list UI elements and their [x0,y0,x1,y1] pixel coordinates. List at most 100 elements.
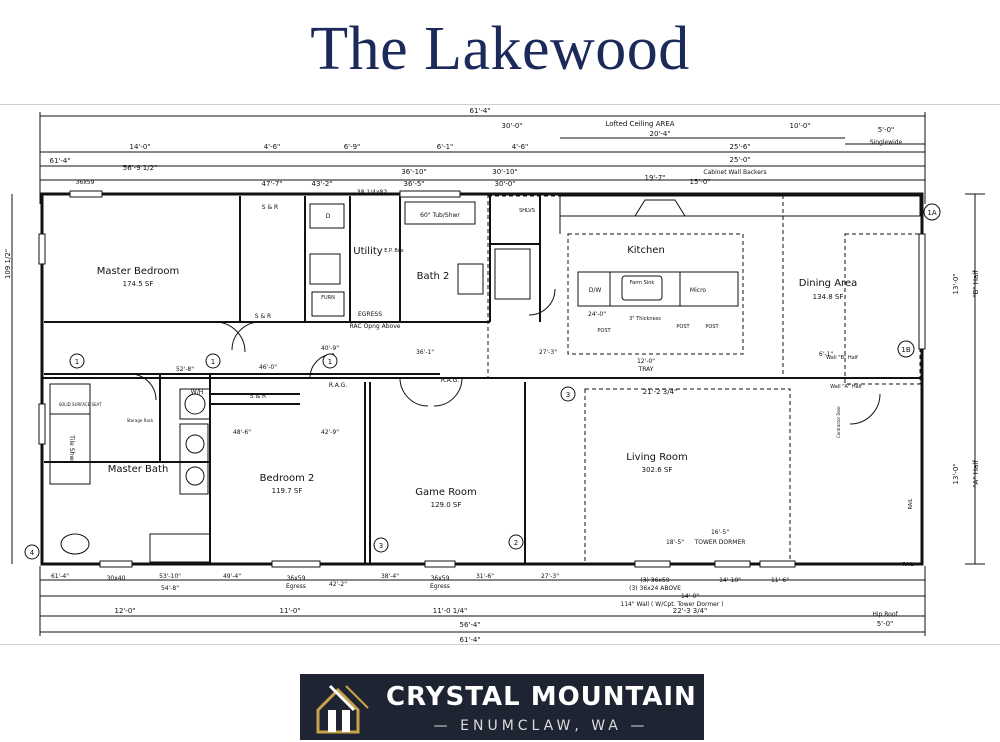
note-farm-sink: Farm Sink [630,280,655,286]
marker-3b-label: 3 [566,391,570,399]
label-b-half: "B" Half [972,270,980,298]
room-dining-name: Dining Area [799,278,857,289]
note-rail-2: RAIL [908,498,914,509]
note-s-r-3: S & R [250,393,266,400]
dim-bot-54-8: 54'-8" [161,585,179,592]
note-40-9: 40'-9" [321,345,339,352]
dim-30-0-b: 30'-0" [494,180,515,188]
dim-11-0-14: 11'-0 1/4" [433,607,468,615]
dim-6-1: 6'-1" [437,143,454,151]
note-win-36x59-a: 36x59 [287,575,306,582]
note-rag-2: R.A.G. [441,377,459,384]
floor-plan: Master Bedroom 174.5 SF Utility Bath 2 K… [4,107,985,644]
room-living-room-name: Living Room [626,452,687,463]
dim-11-0: 11'-0" [279,607,300,615]
note-tub: 60" Tub/Shwr [420,212,460,219]
dim-4-6-b: 4'-6" [512,143,529,151]
room-bedroom2-area: 119.7 SF [272,487,303,495]
dim-5-0-b: 5'-0" [877,620,894,628]
note-hip-roof: Hip Roof [872,611,898,618]
dim-30-0: 30'-0" [501,122,522,130]
note-27-3: 27'-3" [539,349,557,356]
bottom-divider [0,644,1000,645]
note-solid-surface: SOLID SURFACE SEAT [59,402,102,407]
note-tray: TRAY [638,366,654,373]
note-tile-shwr: Tile Shwr [68,434,75,463]
logo-place: — ENUMCLAW, WA — [433,718,649,734]
logo-name: CRYSTAL MOUNTAIN MHC [386,682,777,712]
room-game-room-name: Game Room [415,487,476,498]
note-24-0: 24'-0" [588,311,606,318]
note-36-1: 36'-1" [416,349,434,356]
note-tower: TOWER DORMER [694,539,746,546]
dim-10-0: 10'-0" [789,122,810,130]
room-master-bath-name: Master Bath [108,464,169,475]
logo-mark-icon [316,684,369,734]
note-42-9: 42'-9" [321,429,339,436]
dim-bot-14-0: 14'-0" [681,593,699,600]
dim-12-0: 12'-0" [114,607,135,615]
note-egress: EGRESS [358,311,382,318]
room-dining-area: 134.8 SF [813,293,844,301]
note-egress-2: Egress [286,583,306,590]
dim-bot-49-4: 49'-4" [223,573,241,580]
top-divider [0,104,1000,105]
dim-bot-31-6: 31'-6" [476,573,494,580]
dim-overall-bottom: 61'-4" [459,636,480,644]
note-wall-b-half: Wall "B" Half [826,355,858,361]
dim-bot-11-6: 11'-6" [771,577,789,584]
marker-1b [897,340,915,358]
marker-1-label-c: 1 [328,358,332,366]
dim-left-109: 109 1/2" [4,249,12,279]
crystal-mountain-logo: CRYSTAL MOUNTAIN MHC — ENUMCLAW, WA — [300,674,776,740]
dim-right-13-0-b: 13'-0" [952,463,960,484]
room-bedroom2-name: Bedroom 2 [260,473,315,484]
note-furn: FURN [321,295,335,301]
dim-47-7: 47'-7" [261,180,282,188]
note-d: D [326,213,331,220]
note-shlvs: SHLVS [519,208,535,214]
note-window-36x59: (3) 36x59 [640,577,669,584]
room-bath2-name: Bath 2 [417,271,450,282]
dim-25-6: 25'-6" [729,143,750,151]
dim-20-4: 20'-4" [649,130,670,138]
dim-25-0: 25'-0" [729,156,750,164]
note-egress-3: Egress [430,583,450,590]
dim-bot-38-4: 38'-4" [381,573,399,580]
dim-30-10: 30'-10" [492,168,517,176]
note-singlewide: Singlewide [870,139,903,146]
note-48-6: 48'-6" [233,429,251,436]
note-s-r-2: S & R [255,313,271,320]
note-win-38-x82: 38 1/4x82 [357,189,388,196]
room-master-bedroom-name: Master Bedroom [97,266,180,277]
dim-bot-14-10: 14'-10" [719,577,741,584]
dim-bot-53-10: 53'-10" [159,573,181,580]
marker-3-label: 3 [379,542,383,550]
note-win-30x40: 30x40 [107,575,126,582]
note-dw: D/W [589,287,602,294]
dim-36-5: 36'-5" [403,180,424,188]
note-wall-a-half: Wall "A" Half [830,384,862,390]
note-tray-dim: 12'-0" [637,358,655,365]
note-liv-dim: 21'-2 3/4" [643,388,678,396]
marker-4-label: 4 [30,549,35,557]
note-wh: W/H [191,389,203,396]
room-utility-name: Utility [353,246,382,257]
note-52-8: 52'-8" [176,366,194,373]
dim-15-0: 15'-0" [689,178,710,186]
dim-bottom-total: 56'-4" [459,621,480,629]
page-title: The Lakewood [310,15,690,83]
note-rag-1: R.A.G. [329,382,347,389]
dim-19-7: 19'-7" [644,174,665,182]
note-wall: 114" Wall ( W/Cpt. Tower Dormer ) [620,601,723,608]
dim-36-10: 36'-10" [401,168,426,176]
dim-56-9: 56'-9 1/2" [123,164,158,172]
label-a-half: "A" Half [972,460,980,488]
note-18-5: 18'-5" [666,539,684,546]
dim-43-2: 43'-2" [311,180,332,188]
note-post-3: POST [705,324,719,330]
note-46-0: 46'-0" [259,364,277,371]
note-win-36x59-b: 36x59 [431,575,450,582]
note-cabinet: Cabinet Wall Backers [703,169,766,176]
note-ep-box: E.P. Box [384,248,403,254]
